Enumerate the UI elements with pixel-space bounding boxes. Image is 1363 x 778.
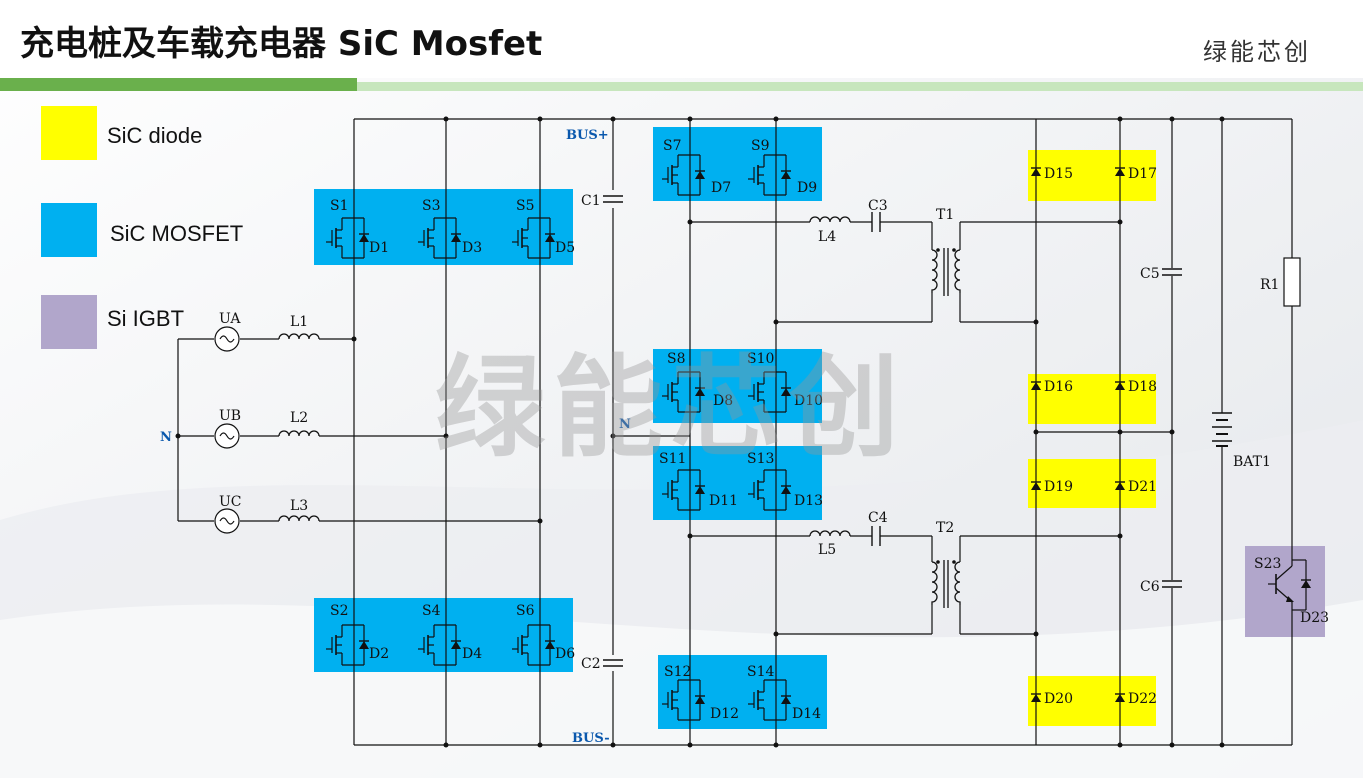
label-ua: UA [219, 311, 241, 327]
label-l2: L2 [290, 410, 308, 426]
label-d8: D8 [713, 393, 733, 409]
label-d5: D5 [555, 240, 575, 256]
label-s10: S10 [747, 351, 774, 367]
label-bus-minus: BUS- [572, 731, 610, 746]
label-d17: D17 [1128, 166, 1157, 182]
mosfet-box-s12-s14 [658, 655, 827, 729]
diode-box-d16-d18 [1028, 374, 1156, 424]
label-bus-plus: BUS+ [566, 128, 609, 143]
mosfet-box-s2-s6 [314, 598, 573, 672]
label-s4: S4 [422, 603, 441, 619]
label-d7: D7 [711, 180, 731, 196]
label-s9: S9 [751, 138, 770, 154]
legend-label-si-igbt: Si IGBT [107, 306, 185, 331]
label-mid-node: N [619, 417, 631, 432]
legend-swatch-sic-mosfet [41, 203, 97, 257]
label-d16: D16 [1044, 379, 1073, 395]
label-s2: S2 [330, 603, 349, 619]
label-d22: D22 [1128, 691, 1157, 707]
label-s14: S14 [747, 664, 774, 680]
label-d4: D4 [462, 646, 482, 662]
label-l5: L5 [818, 542, 836, 558]
diode-box-d15-d17 [1028, 150, 1156, 201]
label-d11: D11 [709, 493, 738, 509]
legend-swatch-si-igbt [41, 295, 97, 349]
label-d19: D19 [1044, 479, 1073, 495]
label-d9: D9 [797, 180, 817, 196]
diode-box-d19-d21 [1028, 459, 1156, 508]
label-d14: D14 [792, 706, 821, 722]
label-d23: D23 [1300, 610, 1329, 626]
label-d2: D2 [369, 646, 389, 662]
label-ub: UB [219, 408, 241, 424]
label-s8: S8 [667, 351, 686, 367]
diode-box-d20-d22 [1028, 676, 1156, 726]
label-s13: S13 [747, 451, 774, 467]
label-d1: D1 [369, 240, 389, 256]
mosfet-box-s11-s13 [653, 446, 822, 520]
label-d13: D13 [794, 493, 823, 509]
label-s12: S12 [664, 664, 691, 680]
label-c1: C1 [581, 193, 601, 209]
label-d20: D20 [1044, 691, 1073, 707]
page-title: 充电桩及车载充电器 SiC Mosfet [20, 24, 543, 64]
label-t1: T1 [936, 207, 954, 223]
watermark-text: 绿能芯创 [435, 344, 907, 472]
label-s3: S3 [422, 198, 441, 214]
label-c6: C6 [1140, 579, 1160, 595]
label-d18: D18 [1128, 379, 1157, 395]
title-underline-dark [0, 78, 357, 91]
legend-label-sic-diode: SiC diode [107, 123, 203, 148]
label-l1: L1 [290, 314, 308, 330]
label-c5: C5 [1140, 266, 1160, 282]
label-t2: T2 [936, 520, 954, 536]
label-d6: D6 [555, 646, 575, 662]
label-d10: D10 [794, 393, 823, 409]
label-uc: UC [219, 494, 242, 510]
label-d12: D12 [710, 706, 739, 722]
header-background [0, 0, 1363, 78]
label-s6: S6 [516, 603, 535, 619]
label-neutral: N [160, 430, 172, 445]
label-d21: D21 [1128, 479, 1157, 495]
label-s11: S11 [659, 451, 686, 467]
label-c3: C3 [868, 198, 888, 214]
mosfet-box-s7-s9 [653, 127, 822, 201]
label-d15: D15 [1044, 166, 1073, 182]
label-s5: S5 [516, 198, 535, 214]
title-underline-light [357, 82, 1363, 91]
label-c4: C4 [868, 510, 888, 526]
label-d3: D3 [462, 240, 482, 256]
igbt-box-s23 [1245, 546, 1325, 637]
label-c2: C2 [581, 656, 601, 672]
label-r1: R1 [1260, 277, 1279, 293]
label-s7: S7 [663, 138, 682, 154]
legend-swatch-sic-diode [41, 106, 97, 160]
label-l4: L4 [818, 229, 836, 245]
mosfet-box-s8-s10 [653, 349, 822, 423]
label-bat1: BAT1 [1233, 454, 1271, 470]
brand-text: 绿能芯创 [1203, 38, 1311, 66]
label-l3: L3 [290, 498, 308, 514]
mosfet-box-s1-s5 [314, 189, 573, 265]
label-s1: S1 [330, 198, 349, 214]
legend-label-sic-mosfet: SiC MOSFET [110, 221, 244, 246]
label-s23: S23 [1254, 556, 1281, 572]
